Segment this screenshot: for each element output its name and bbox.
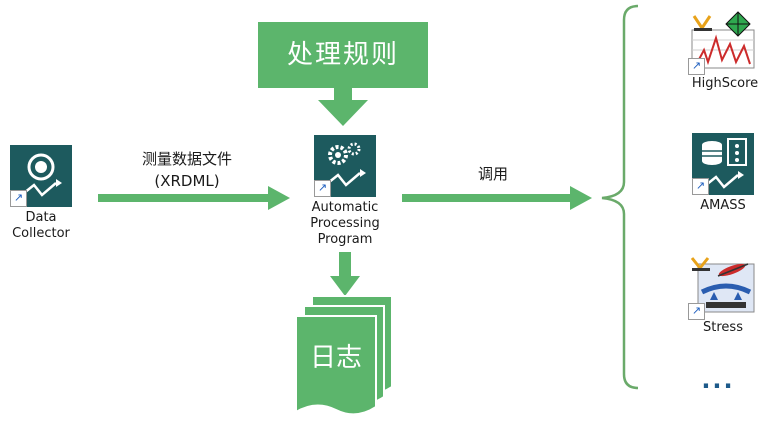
- rules-box: 处理规则: [258, 22, 428, 88]
- tool-stress[interactable]: ↗: [688, 254, 758, 320]
- processing-program-label: Automatic Processing Program: [310, 200, 380, 247]
- flow-arrow-call: [402, 186, 592, 210]
- shortcut-overlay-icon: ↗: [688, 58, 705, 75]
- more-tools-ellipsis: ...: [701, 366, 735, 394]
- flow-arrow-measure: [98, 186, 290, 210]
- target-arrow-icon: [23, 153, 62, 197]
- log-document-label: 日志: [309, 343, 362, 373]
- amass-icon: [702, 138, 747, 189]
- tool-amass[interactable]: ↗: [692, 133, 754, 195]
- tool-stress-label: Stress: [703, 320, 743, 335]
- rules-box-label: 处理规则: [286, 40, 399, 70]
- flow-label-call: 调用: [477, 165, 508, 183]
- flow-label-measure: 测量数据文件 (XRDML): [141, 150, 232, 190]
- tool-highscore[interactable]: ↗: [688, 10, 758, 75]
- shortcut-overlay-icon: ↗: [688, 303, 705, 320]
- tool-amass-label: AMASS: [700, 198, 746, 213]
- rules-arrow: [318, 88, 368, 126]
- data-collector-label: Data Collector: [12, 210, 70, 241]
- tool-highscore-label: HighScore: [691, 76, 759, 91]
- shortcut-overlay-icon: ↗: [10, 190, 27, 207]
- log-document-stack: [295, 295, 393, 416]
- stress-icon: [690, 257, 755, 313]
- gears-icon: [327, 142, 366, 187]
- shortcut-overlay-icon: ↗: [314, 180, 331, 197]
- shortcut-overlay-icon: ↗: [692, 178, 709, 195]
- log-arrow: [330, 252, 360, 296]
- tools-brace: [601, 4, 639, 390]
- data-collector-tile[interactable]: ↗: [10, 145, 72, 207]
- processing-program-tile[interactable]: ↗: [314, 135, 376, 197]
